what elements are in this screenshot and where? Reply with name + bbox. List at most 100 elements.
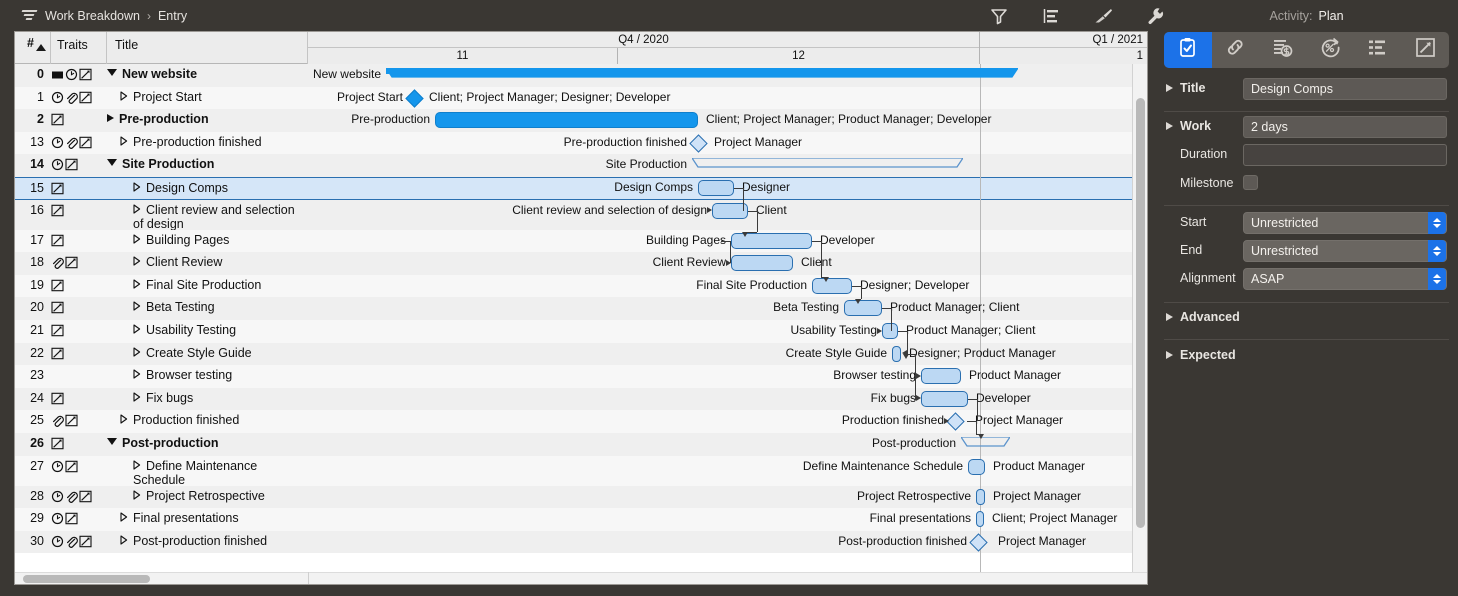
gantt-bar[interactable] [921,390,968,407]
gantt-row-cell[interactable] [308,252,1147,275]
row-title[interactable]: Building Pages [107,233,308,247]
gantt-row-cell[interactable] [308,365,1147,388]
inspector-tab-link[interactable] [1212,32,1260,68]
paintbrush-icon[interactable] [1090,3,1116,29]
start-popup[interactable]: Unrestricted [1243,212,1447,234]
disclosure-right-outline-icon[interactable] [120,90,128,104]
outline-icon[interactable] [1038,3,1064,29]
gantt-bar[interactable] [731,232,812,249]
row-title[interactable]: Design Comps [107,181,308,195]
gantt-bar[interactable] [976,488,985,505]
gantt-bar[interactable] [844,300,882,317]
gantt-row-cell[interactable] [308,109,1147,132]
row-title[interactable]: Define Maintenance Schedule [107,459,308,487]
row-traits[interactable] [51,323,107,337]
gantt-row-cell[interactable] [308,275,1147,298]
row-title[interactable]: Beta Testing [107,300,308,314]
row-traits[interactable] [51,534,107,548]
start-stepper-icon[interactable] [1428,212,1446,234]
disclosure-right-outline-icon[interactable] [133,278,141,292]
disclosure-down-icon[interactable] [107,159,117,167]
row-traits[interactable] [51,203,107,217]
row-title[interactable]: Project Retrospective [107,489,308,503]
disclosure-down-icon[interactable] [107,438,117,445]
row-traits[interactable] [51,436,107,450]
end-popup[interactable]: Unrestricted [1243,240,1447,262]
row-traits[interactable] [51,278,107,292]
row-title[interactable]: Client Review [107,255,308,269]
breadcrumb[interactable]: Work Breakdown › Entry [21,6,188,25]
row-traits[interactable] [51,67,107,81]
horizontal-scrollbar[interactable] [15,572,1147,584]
vertical-scroll-thumb[interactable] [1136,98,1145,528]
disclosure-right-outline-icon[interactable] [120,413,128,427]
section-advanced[interactable]: Advanced [1155,307,1458,331]
gantt-bar[interactable] [385,67,1019,82]
disclosure-right-outline-icon[interactable] [133,459,141,473]
inspector-tab-clipboard-check[interactable] [1164,32,1212,68]
row-traits[interactable] [51,489,107,503]
row-traits[interactable] [51,459,107,473]
gantt-row-cell[interactable] [308,343,1147,366]
horizontal-scroll-thumb[interactable] [23,575,150,583]
duration-input[interactable] [1243,144,1447,166]
gantt-bar[interactable] [435,112,698,129]
milestone-checkbox[interactable] [1243,175,1258,190]
column-header-number[interactable]: # [15,32,51,64]
gantt-bar[interactable] [921,368,961,385]
row-traits[interactable] [51,511,107,525]
row-traits[interactable] [51,181,107,195]
gantt-bar[interactable] [691,157,964,172]
disclosure-right-outline-icon[interactable] [120,534,128,548]
row-title[interactable]: Pre-production finished [107,135,308,149]
wrench-icon[interactable] [1142,3,1168,29]
row-title[interactable]: Create Style Guide [107,346,308,360]
title-input[interactable]: Design Comps [1243,78,1447,100]
row-title[interactable]: Usability Testing [107,323,308,337]
alignment-popup[interactable]: ASAP [1243,268,1447,290]
disclosure-right-outline-icon[interactable] [133,368,141,382]
gantt-bar[interactable] [968,458,985,475]
row-title[interactable]: Fix bugs [107,391,308,405]
breadcrumb-leaf[interactable]: Entry [157,8,188,23]
gantt-bar[interactable] [712,202,748,219]
inspector-tab-pencil[interactable] [1402,32,1450,68]
row-traits[interactable] [51,413,107,428]
row-title[interactable]: Client review and selection of design [107,203,308,231]
row-traits[interactable] [51,233,107,247]
end-stepper-icon[interactable] [1428,240,1446,262]
expected-disclosure-icon[interactable] [1166,351,1173,359]
row-traits[interactable] [51,346,107,360]
inspector-tab-percent-clock[interactable] [1307,32,1355,68]
row-title[interactable]: Production finished [107,413,308,427]
disclosure-right-outline-icon[interactable] [133,489,141,503]
disclosure-down-icon[interactable] [107,69,117,76]
gantt-bar[interactable] [698,180,734,196]
work-input[interactable]: 2 days [1243,116,1447,138]
disclosure-right-outline-icon[interactable] [120,135,128,149]
filter-icon[interactable] [986,3,1012,29]
breadcrumb-root[interactable]: Work Breakdown [45,8,140,23]
row-traits[interactable] [51,255,107,270]
gantt-row-cell[interactable] [308,320,1147,343]
inspector-tab-list[interactable] [1354,32,1402,68]
gantt-bar[interactable] [882,323,898,339]
disclosure-right-outline-icon[interactable] [133,233,141,247]
gantt-bar[interactable] [731,255,793,272]
disclosure-right-icon[interactable] [107,114,114,123]
inspector-tab-cost[interactable] [1259,32,1307,68]
row-title[interactable]: Final presentations [107,511,308,525]
row-title[interactable]: Final Site Production [107,278,308,292]
